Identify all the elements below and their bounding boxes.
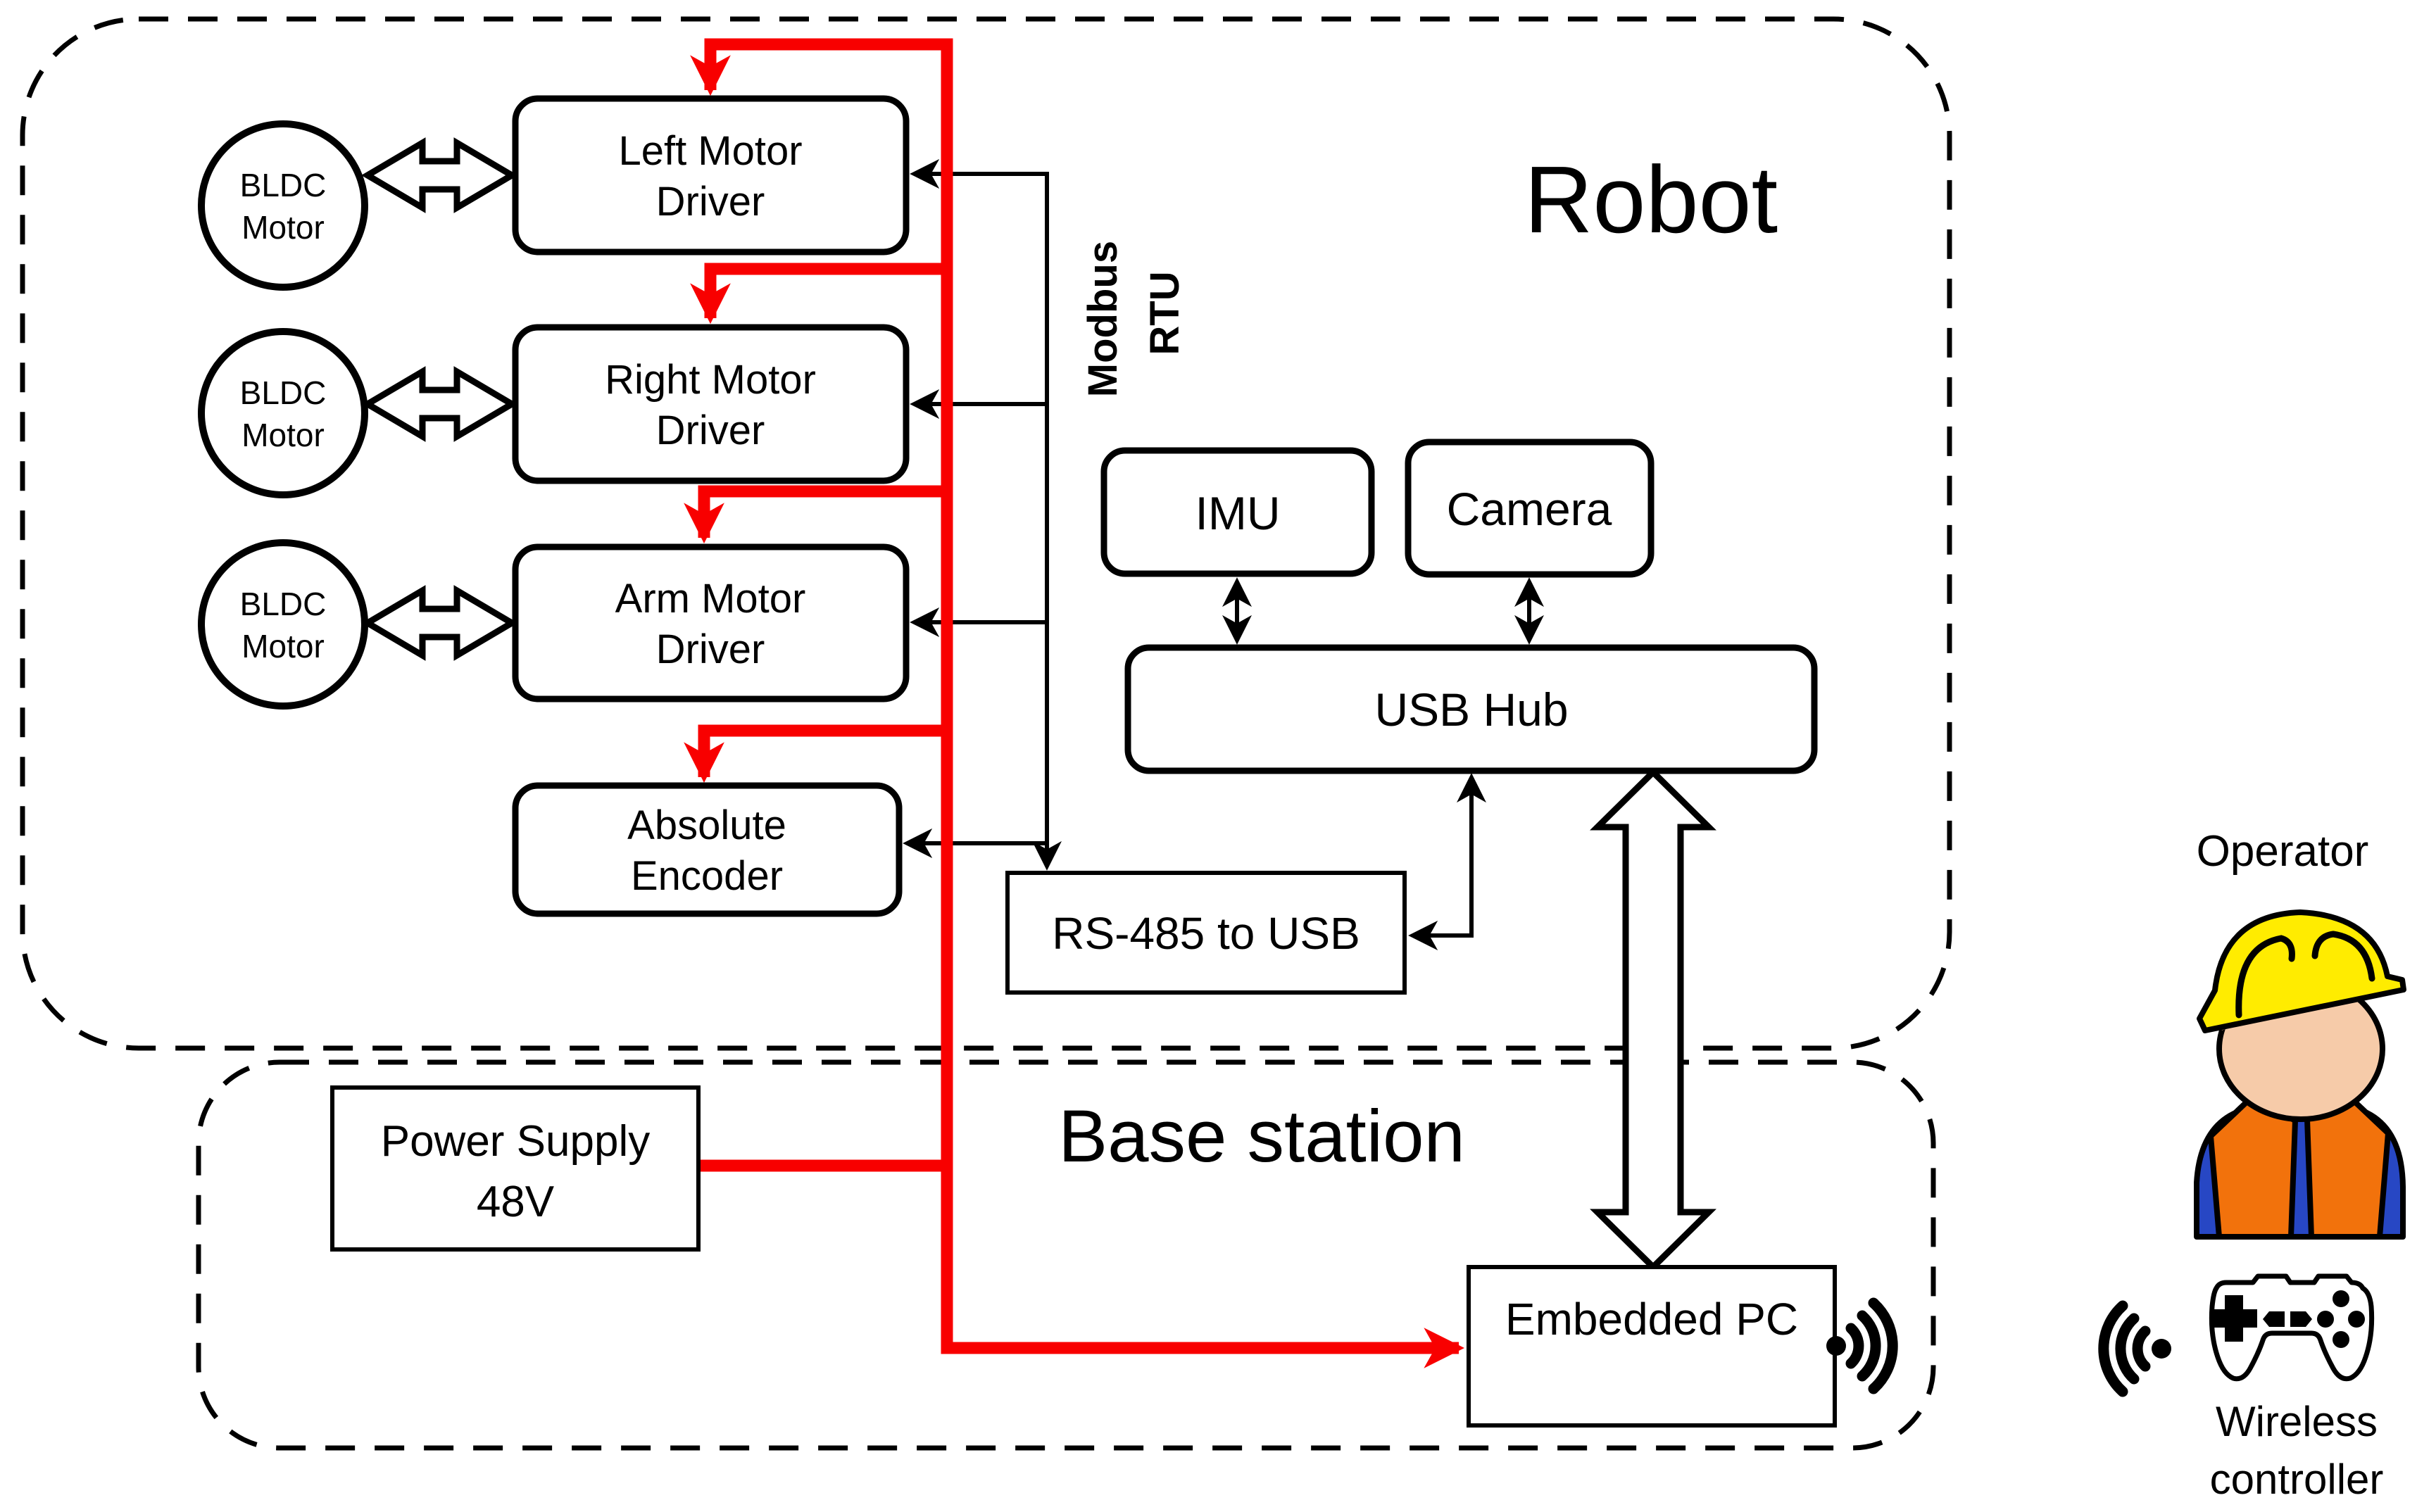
gamepad-button-east [2348, 1311, 2365, 1328]
box [512, 95, 910, 256]
imu-box: IMU [1100, 447, 1375, 577]
box [1124, 644, 1818, 774]
rs485-to-usb-box: RS-485 to USB [1005, 871, 1407, 995]
bldc-motor-arm: BLDC Motor [198, 539, 518, 710]
motor-circle [198, 120, 368, 291]
absolute-encoder-box: Absolute Encoder [512, 782, 903, 917]
base-station-title: Base station [1058, 1095, 1465, 1178]
gamepad-body [2209, 1273, 2375, 1382]
gamepad-button-south [2333, 1331, 2349, 1348]
wifi-arc-1 [1845, 1323, 1864, 1369]
wifi-arc-3 [2098, 1300, 2128, 1397]
box-label: IMU [1195, 487, 1281, 539]
wifi-arc-1 [2132, 1325, 2151, 1372]
box-label: Arm Motor [615, 576, 806, 622]
power-lines [684, 38, 1465, 1368]
wifi-waves-left-icon [2098, 1300, 2171, 1397]
motor-circle [198, 328, 368, 498]
box-label: RS-485 to USB [1052, 908, 1360, 959]
motor-label-line2: Motor [241, 628, 325, 664]
box [1405, 439, 1655, 578]
arm-motor-driver-box: Arm Motor Driver [512, 543, 910, 703]
shaft-double-arrow-icon [361, 366, 518, 442]
box-label-line2: Driver [656, 179, 765, 225]
usb-hub-box: USB Hub [1124, 644, 1818, 774]
motor-label-line2: Motor [241, 209, 325, 246]
wireless-controller-label: Wireless [2216, 1398, 2378, 1445]
usbhub-rs485-arrow [1408, 773, 1486, 950]
operator-figure [2194, 909, 2406, 1240]
box-label: Power Supply [381, 1117, 651, 1166]
left-motor-driver-box: Left Motor Driver [512, 95, 910, 256]
box-label: Absolute [627, 802, 786, 848]
box [512, 782, 903, 917]
power-branch-encoder [684, 724, 947, 783]
box-label: Camera [1447, 483, 1612, 535]
operator-label: Operator [2197, 827, 2369, 876]
base-station-container [196, 1059, 1936, 1451]
motor-label: BLDC [240, 167, 327, 203]
wifi-dot [2152, 1339, 2171, 1359]
robot-title: Robot [1524, 146, 1778, 253]
gamepad-start-button [2290, 1311, 2312, 1327]
right-motor-driver-box: Right Motor Driver [512, 324, 910, 484]
power-branch-arm-driver [684, 485, 947, 544]
gamepad-select-button [2263, 1311, 2285, 1327]
box [1005, 871, 1407, 995]
motor-label-line2: Motor [241, 417, 325, 453]
box [1467, 1265, 1837, 1428]
box-label: USB Hub [1374, 683, 1568, 736]
box-label-line2: Encoder [631, 853, 783, 899]
power-trunk-line [690, 38, 1465, 1368]
modbus-rtu-label: Modbus RTU [1080, 229, 1188, 397]
box-label-line2: 48V [477, 1178, 555, 1226]
wireless-controller-label-line2: controller [2210, 1456, 2384, 1503]
gamepad-button-north [2333, 1290, 2349, 1307]
box [512, 324, 910, 484]
box [330, 1085, 701, 1252]
shaft-double-arrow-icon [361, 585, 518, 661]
embedded-pc-box: Embedded PC [1467, 1265, 1837, 1428]
box [512, 543, 910, 703]
wifi-arc-3 [1868, 1297, 1898, 1394]
bldc-motor-left: BLDC Motor [198, 120, 518, 291]
box [1100, 447, 1375, 577]
motor-label: BLDC [240, 586, 327, 622]
wifi-dot [1826, 1336, 1846, 1356]
camera-box: Camera [1405, 439, 1655, 578]
hard-hat-ridge-left [2235, 935, 2295, 1019]
gamepad-dpad [2211, 1295, 2257, 1342]
box-label: Left Motor [618, 128, 802, 174]
bldc-motor-right: BLDC Motor [198, 328, 518, 498]
motor-label: BLDC [240, 374, 327, 411]
box-label: Right Motor [605, 357, 816, 403]
wifi-waves-right-icon [1826, 1297, 1898, 1394]
motor-circle [198, 539, 368, 710]
power-branch-right-driver [690, 263, 947, 325]
gamepad-icon [2209, 1273, 2375, 1382]
box-label-line2: Driver [656, 408, 765, 453]
box-label: Embedded PC [1505, 1294, 1798, 1344]
hard-hat-ridge-right [2311, 931, 2375, 982]
wifi-arc-2 [2115, 1313, 2140, 1385]
box-label-line2: Driver [656, 626, 765, 672]
wifi-arc-2 [1857, 1310, 1881, 1382]
power-supply-box: Power Supply 48V [330, 1085, 701, 1252]
gamepad-button-west [2317, 1311, 2334, 1328]
shaft-double-arrow-icon [361, 137, 518, 213]
